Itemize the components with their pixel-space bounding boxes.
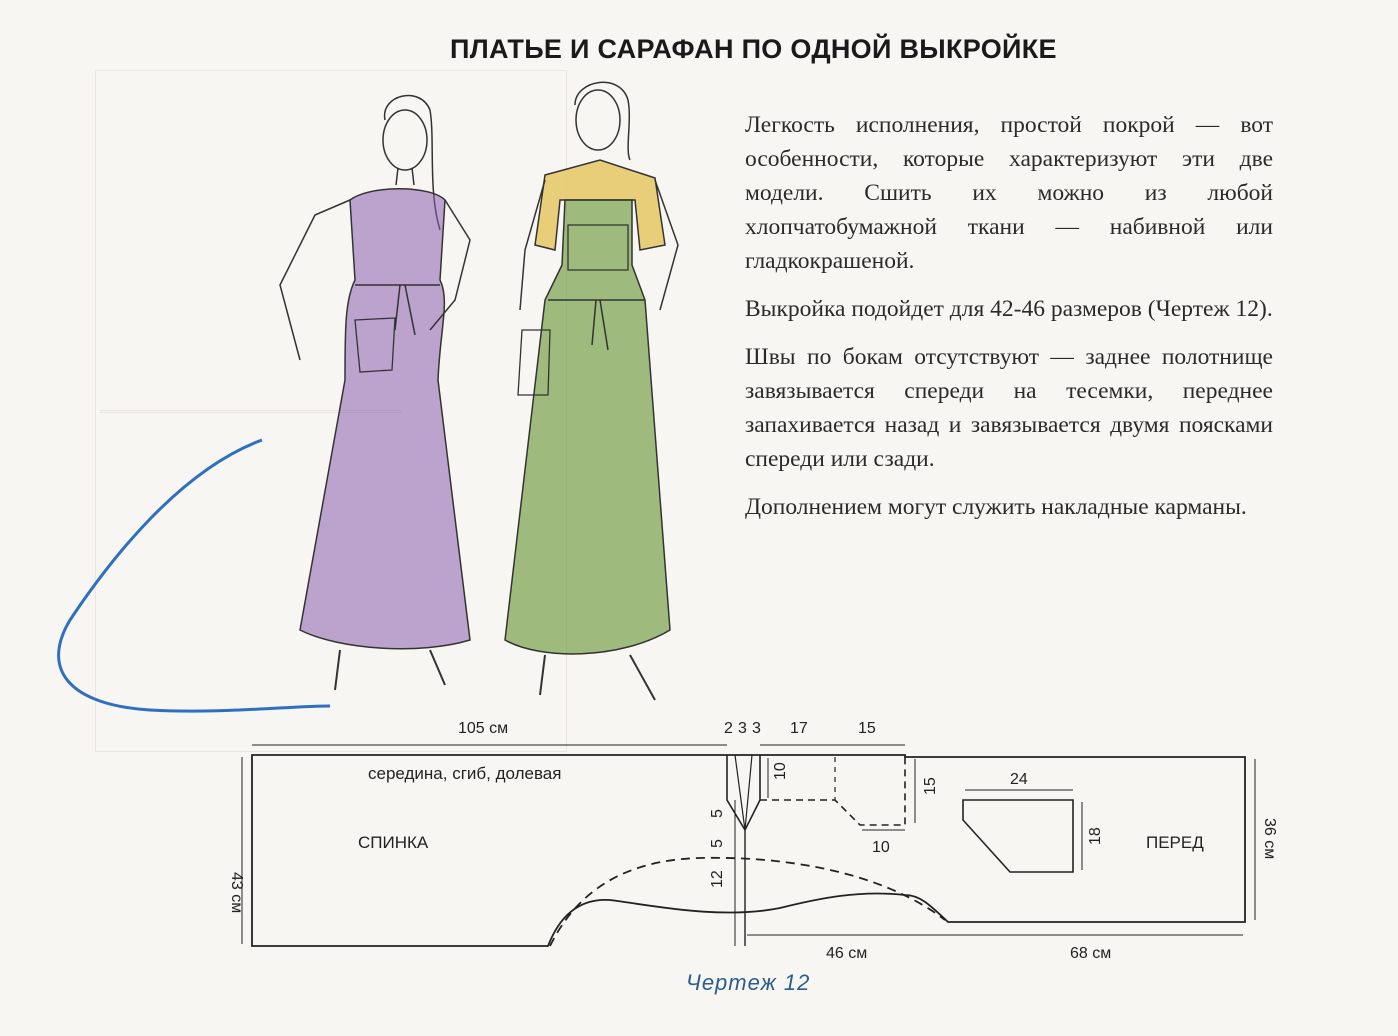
figure-caption: Чертеж 12 — [686, 970, 811, 995]
dim-top-17: 17 — [790, 720, 808, 737]
dim-bottom-46: 46 см — [826, 945, 867, 962]
dim-bottom-68: 68 см — [1070, 945, 1111, 962]
dim-top-105: 105 см — [458, 720, 508, 737]
dim-top-2: 2 — [724, 720, 733, 737]
dress-body — [299, 188, 471, 650]
paragraph-sizes: Выкройка подойдет для 42-46 размеров (Че… — [745, 296, 1273, 322]
dress-figure-neck — [395, 167, 415, 186]
sundress-figure-head — [575, 89, 621, 151]
dim-5b: 5 — [709, 839, 726, 848]
label-back: СПИНКА — [358, 833, 429, 852]
label-center-fold: середина, сгиб, долевая — [368, 764, 561, 783]
sundress-blouse — [534, 159, 666, 251]
dim-left-43: 43 см — [228, 872, 245, 913]
pattern-dashed-curve — [549, 856, 946, 947]
dim-pocket-24: 24 — [1010, 771, 1028, 788]
dress-pocket — [354, 317, 396, 373]
dim-top-15: 15 — [858, 720, 876, 737]
dress-figure-legs — [334, 649, 446, 691]
label-front: ПЕРЕД — [1146, 833, 1204, 852]
dim-12: 12 — [709, 870, 726, 888]
pattern-shoulder-dashed — [760, 757, 906, 826]
pattern-pocket — [962, 799, 1074, 873]
sundress-figure-legs — [539, 654, 656, 701]
blue-arc-stroke — [57, 438, 331, 713]
pattern-outline — [251, 754, 1246, 947]
dim-top-3b: 3 — [752, 720, 761, 737]
dim-top-3a: 3 — [738, 720, 747, 737]
dim-pocket-18: 18 — [1087, 827, 1104, 845]
sundress-figure-arms — [519, 179, 679, 311]
dim-5a: 5 — [709, 809, 726, 818]
page-title: ПЛАТЬЕ И САРАФАН ПО ОДНОЙ ВЫКРОЙКЕ — [450, 34, 1057, 64]
dress-belt — [355, 284, 440, 336]
dim-bottom-10: 10 — [872, 839, 890, 856]
sundress-belt — [548, 299, 645, 351]
dress-figure-arms — [279, 199, 471, 361]
sundress-body — [504, 199, 671, 655]
sundress-figure-hair — [574, 81, 631, 161]
dim-right-36: 36 см — [1261, 818, 1278, 859]
paragraph-pockets: Дополнением могут служить накладные карм… — [745, 494, 1247, 520]
paragraph-intro: Легкость исполнения, простой покрой — во… — [745, 112, 1273, 274]
pattern-draft — [241, 744, 1256, 947]
dim-neck-10: 10 — [772, 762, 789, 780]
dress-figure-head — [382, 109, 428, 171]
dim-side-15: 15 — [922, 777, 939, 795]
text-column: Легкость исполнения, простой покрой — во… — [745, 108, 1273, 538]
sundress-figure — [504, 81, 679, 701]
sundress-bib — [567, 224, 629, 271]
sundress-pocket — [517, 329, 551, 396]
paragraph-seams: Швы по бокам отсутствуют — заднее полотн… — [745, 344, 1273, 472]
dress-figure — [279, 94, 471, 691]
